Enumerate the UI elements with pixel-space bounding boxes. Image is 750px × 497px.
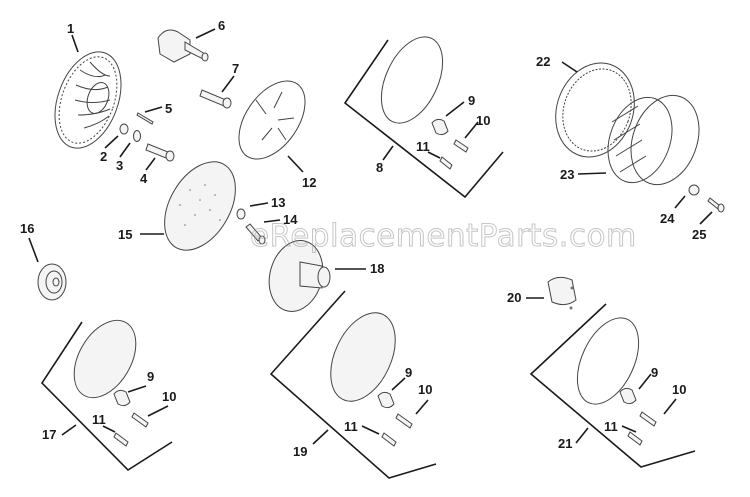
callout-10: 10: [476, 113, 491, 128]
callout-11: 11: [344, 419, 358, 434]
callout-10: 10: [418, 382, 433, 397]
callout-24: 24: [660, 211, 675, 226]
callout-15: 15: [118, 227, 133, 242]
callout-14: 14: [283, 212, 298, 227]
hub-part-6: [157, 29, 209, 63]
lockwasher-part-3: [133, 130, 141, 142]
callout-23: 23: [560, 167, 575, 182]
callout-8: 8: [376, 160, 384, 175]
fan-ring-part-23: [607, 94, 700, 186]
bolt-part-7: [199, 89, 232, 109]
watermark: eReplacementParts.com: [250, 218, 637, 255]
washer-part-2: [119, 123, 129, 135]
callout-18: 18: [370, 261, 385, 276]
plate-part-12: [238, 80, 306, 160]
callout-3: 3: [116, 158, 124, 173]
group-bracket-17: [40, 319, 173, 472]
callout-2: 2: [100, 149, 108, 164]
callout-9: 9: [147, 369, 155, 384]
callout-4: 4: [140, 171, 148, 186]
callout-7: 7: [232, 61, 240, 76]
bolt-part-4: [145, 143, 175, 162]
callout-17: 17: [42, 427, 57, 442]
callout-1: 1: [67, 21, 75, 36]
callout-11: 11: [92, 412, 106, 427]
bearing-part-16: [37, 263, 67, 301]
callout-13: 13: [271, 195, 286, 210]
callout-19: 19: [293, 444, 308, 459]
ring-gear-part-22: [555, 62, 635, 158]
callout-5: 5: [165, 101, 173, 116]
hub-part-18: [268, 240, 331, 312]
callout-9: 9: [468, 93, 476, 108]
callout-25: 25: [692, 227, 707, 242]
callout-11: 11: [604, 419, 618, 434]
flywheel-fan-part-1: [54, 34, 122, 149]
callout-6: 6: [218, 18, 226, 33]
callout-10: 10: [672, 382, 687, 397]
washer-part-13: [236, 208, 246, 220]
callout-12: 12: [302, 175, 317, 190]
bracket-part-20: [547, 276, 577, 310]
callout-21: 21: [558, 436, 573, 451]
group-bracket-8: [343, 36, 504, 199]
group-bracket-21: [529, 303, 696, 468]
group-bracket-19: [269, 290, 437, 479]
callout-20: 20: [507, 290, 522, 305]
callout-11: 11: [416, 139, 430, 154]
callout-22: 22: [536, 54, 551, 69]
callout-10: 10: [162, 389, 177, 404]
bolt-part-14: [245, 223, 266, 245]
callout-9: 9: [651, 365, 659, 380]
pin-part-5: [136, 112, 154, 125]
perforated-plate-part-15: [164, 161, 236, 251]
callout-16: 16: [20, 221, 35, 236]
callout-9: 9: [405, 365, 413, 380]
bolt-part-25: [707, 197, 725, 213]
washer-part-24: [688, 184, 700, 196]
